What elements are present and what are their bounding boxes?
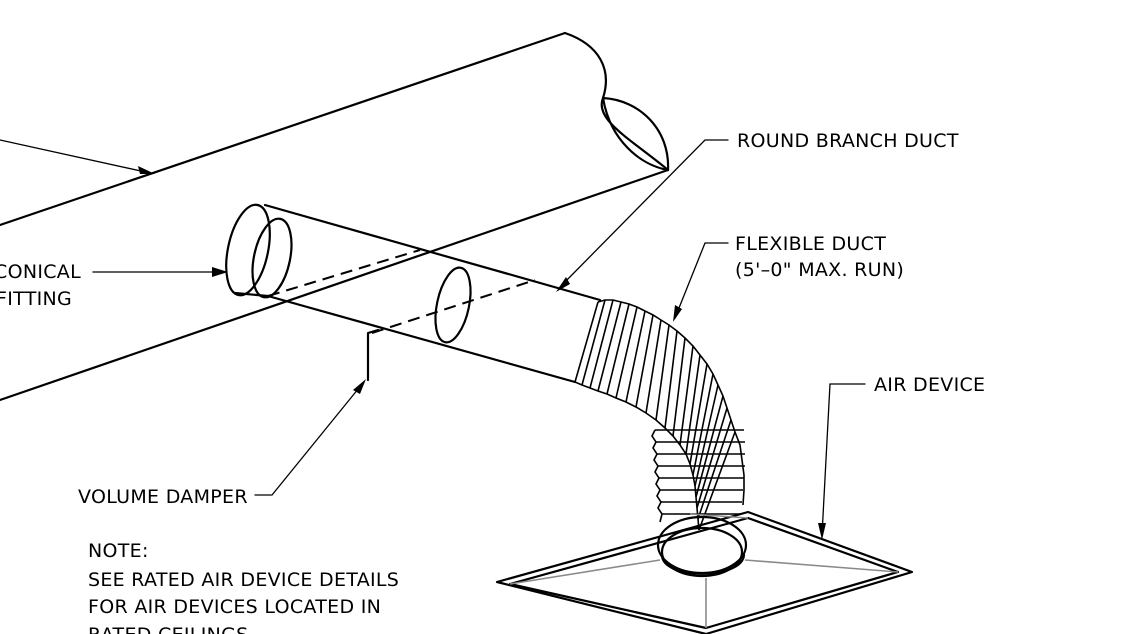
damper-blade-ellipse <box>434 266 472 344</box>
note-line-1: SEE RATED AIR DEVICE DETAILS <box>88 569 399 591</box>
air-device-leader <box>818 383 866 540</box>
collar-ellipse-inner <box>660 526 744 578</box>
air-device-label: AIR DEVICE <box>874 374 985 396</box>
conical-fitting-leader <box>92 267 228 277</box>
note-line-3: RATED CEILINGS. <box>88 624 255 634</box>
flexible-duct-label-line1: FLEXIBLE DUCT <box>735 233 886 255</box>
conical-fitting-label-line1: CONICAL <box>0 261 81 283</box>
conical-fitting-outer-ellipse <box>225 203 271 297</box>
main-trunk-duct <box>0 31 670 402</box>
note-line-2: FOR AIR DEVICES LOCATED IN <box>88 596 381 618</box>
air-device <box>495 510 914 634</box>
conical-fitting-inner-ellipse <box>251 217 293 299</box>
flexible-duct <box>574 299 748 578</box>
volume-damper-label: VOLUME DAMPER <box>78 486 248 508</box>
round-branch-duct-label: ROUND BRANCH DUCT <box>737 130 959 152</box>
volume-damper-leader <box>254 379 366 496</box>
round-branch-duct-leader <box>556 139 729 292</box>
flexible-duct-leader <box>673 242 729 322</box>
trunk-leader <box>0 139 155 174</box>
flexible-duct-label-line2: (5'–0" MAX. RUN) <box>735 259 904 281</box>
round-branch-duct <box>225 203 602 384</box>
volume-damper-handle <box>366 328 380 382</box>
note-title: NOTE: <box>88 540 149 562</box>
conical-fitting-label-line2: FITTING <box>0 288 72 310</box>
